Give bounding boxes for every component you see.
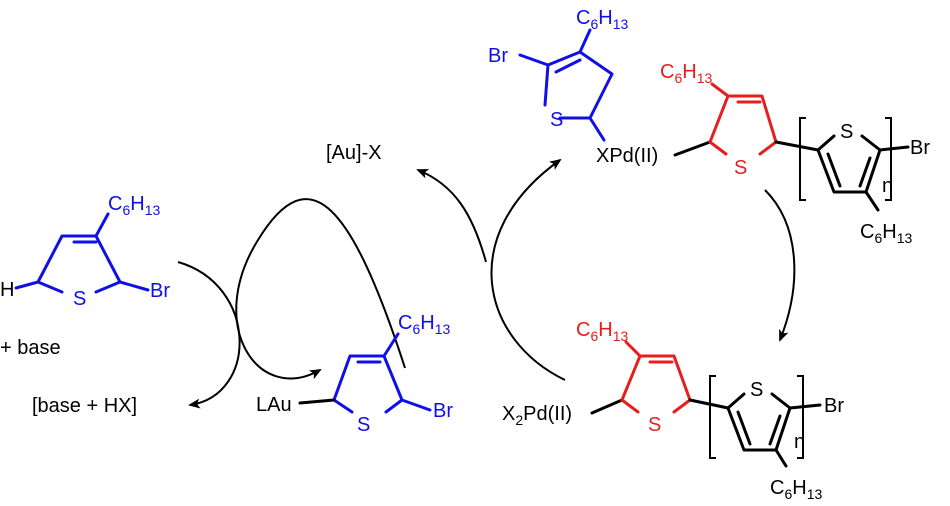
substituent-hexyl: C6H13: [576, 319, 628, 344]
monomer-2-bromo-3-hexylthiophene: H S Br C6H13: [0, 193, 170, 310]
gold-thienyl-intermediate: LAu S Br C6H13: [256, 312, 453, 436]
substituent-hexyl: C6H13: [660, 61, 712, 86]
bracket-left: [799, 117, 806, 201]
palladium-x2pd: X2Pd(II): [502, 403, 572, 428]
reagent-base: + base: [0, 337, 61, 359]
bond-au-c: [298, 398, 336, 405]
ligand-lau: LAu: [256, 394, 292, 416]
bond-inter-ring: [774, 140, 820, 152]
atom-h: H: [0, 279, 14, 301]
bracket-left: [709, 375, 716, 459]
arrow-au-cycle-return: [235, 198, 406, 380]
atom-s: S: [73, 288, 86, 310]
atom-br: Br: [488, 45, 508, 67]
bond-pd-c: [590, 398, 624, 415]
atom-s: S: [734, 157, 747, 179]
palladium-xpd: XPd(II): [596, 145, 658, 167]
substituent-hexyl: C6H13: [770, 477, 822, 502]
repeat-unit-bottom: S Br n C6H13: [709, 375, 844, 502]
arrow-au-regeneration: [416, 169, 487, 263]
substituent-hexyl: C6H13: [398, 312, 450, 337]
subscript-n: n: [882, 175, 893, 197]
ring-bonds: [14, 212, 150, 294]
atom-s: S: [550, 109, 563, 131]
substituent-hexyl: C6H13: [860, 221, 912, 246]
atom-br: Br: [433, 400, 453, 422]
catalyst-au-x: [Au]-X: [326, 142, 382, 164]
arrow-deprotonation: [177, 261, 241, 409]
atom-s: S: [840, 121, 853, 143]
substituent-hexyl: C6H13: [108, 193, 160, 218]
subscript-n: n: [794, 431, 805, 453]
polymer-unit-top: S C6H13: [660, 61, 820, 179]
ring-bonds: [726, 392, 822, 468]
substituent-hexyl: C6H13: [576, 7, 628, 32]
repeat-unit-top: S Br n C6H13: [799, 117, 930, 246]
arrow-reductive-elimination: [764, 189, 796, 342]
atom-s: S: [357, 414, 370, 436]
bracket-right: [885, 117, 892, 201]
atom-br: Br: [150, 280, 170, 302]
arrow-transmetalation: [490, 158, 566, 381]
bond-pd-c: [673, 140, 712, 157]
byproduct-base-hx: [base + HX]: [32, 395, 137, 417]
polymer-unit-bottom: X2Pd(II) S C6H13: [502, 319, 730, 436]
atom-br: Br: [910, 137, 930, 159]
reaction-arrows: [177, 158, 796, 409]
monomer-unit-on-palladium: C6H13 Br S XPd(II): [488, 7, 712, 167]
atom-br: Br: [824, 395, 844, 417]
ring-bonds: [332, 332, 432, 414]
atom-s: S: [750, 379, 763, 401]
atom-s: S: [648, 414, 661, 436]
ring-bonds: [816, 134, 910, 212]
ring-bonds: [708, 82, 778, 156]
ring-bonds: [620, 340, 692, 414]
bracket-right: [797, 375, 804, 459]
ring-bonds: [518, 28, 614, 142]
